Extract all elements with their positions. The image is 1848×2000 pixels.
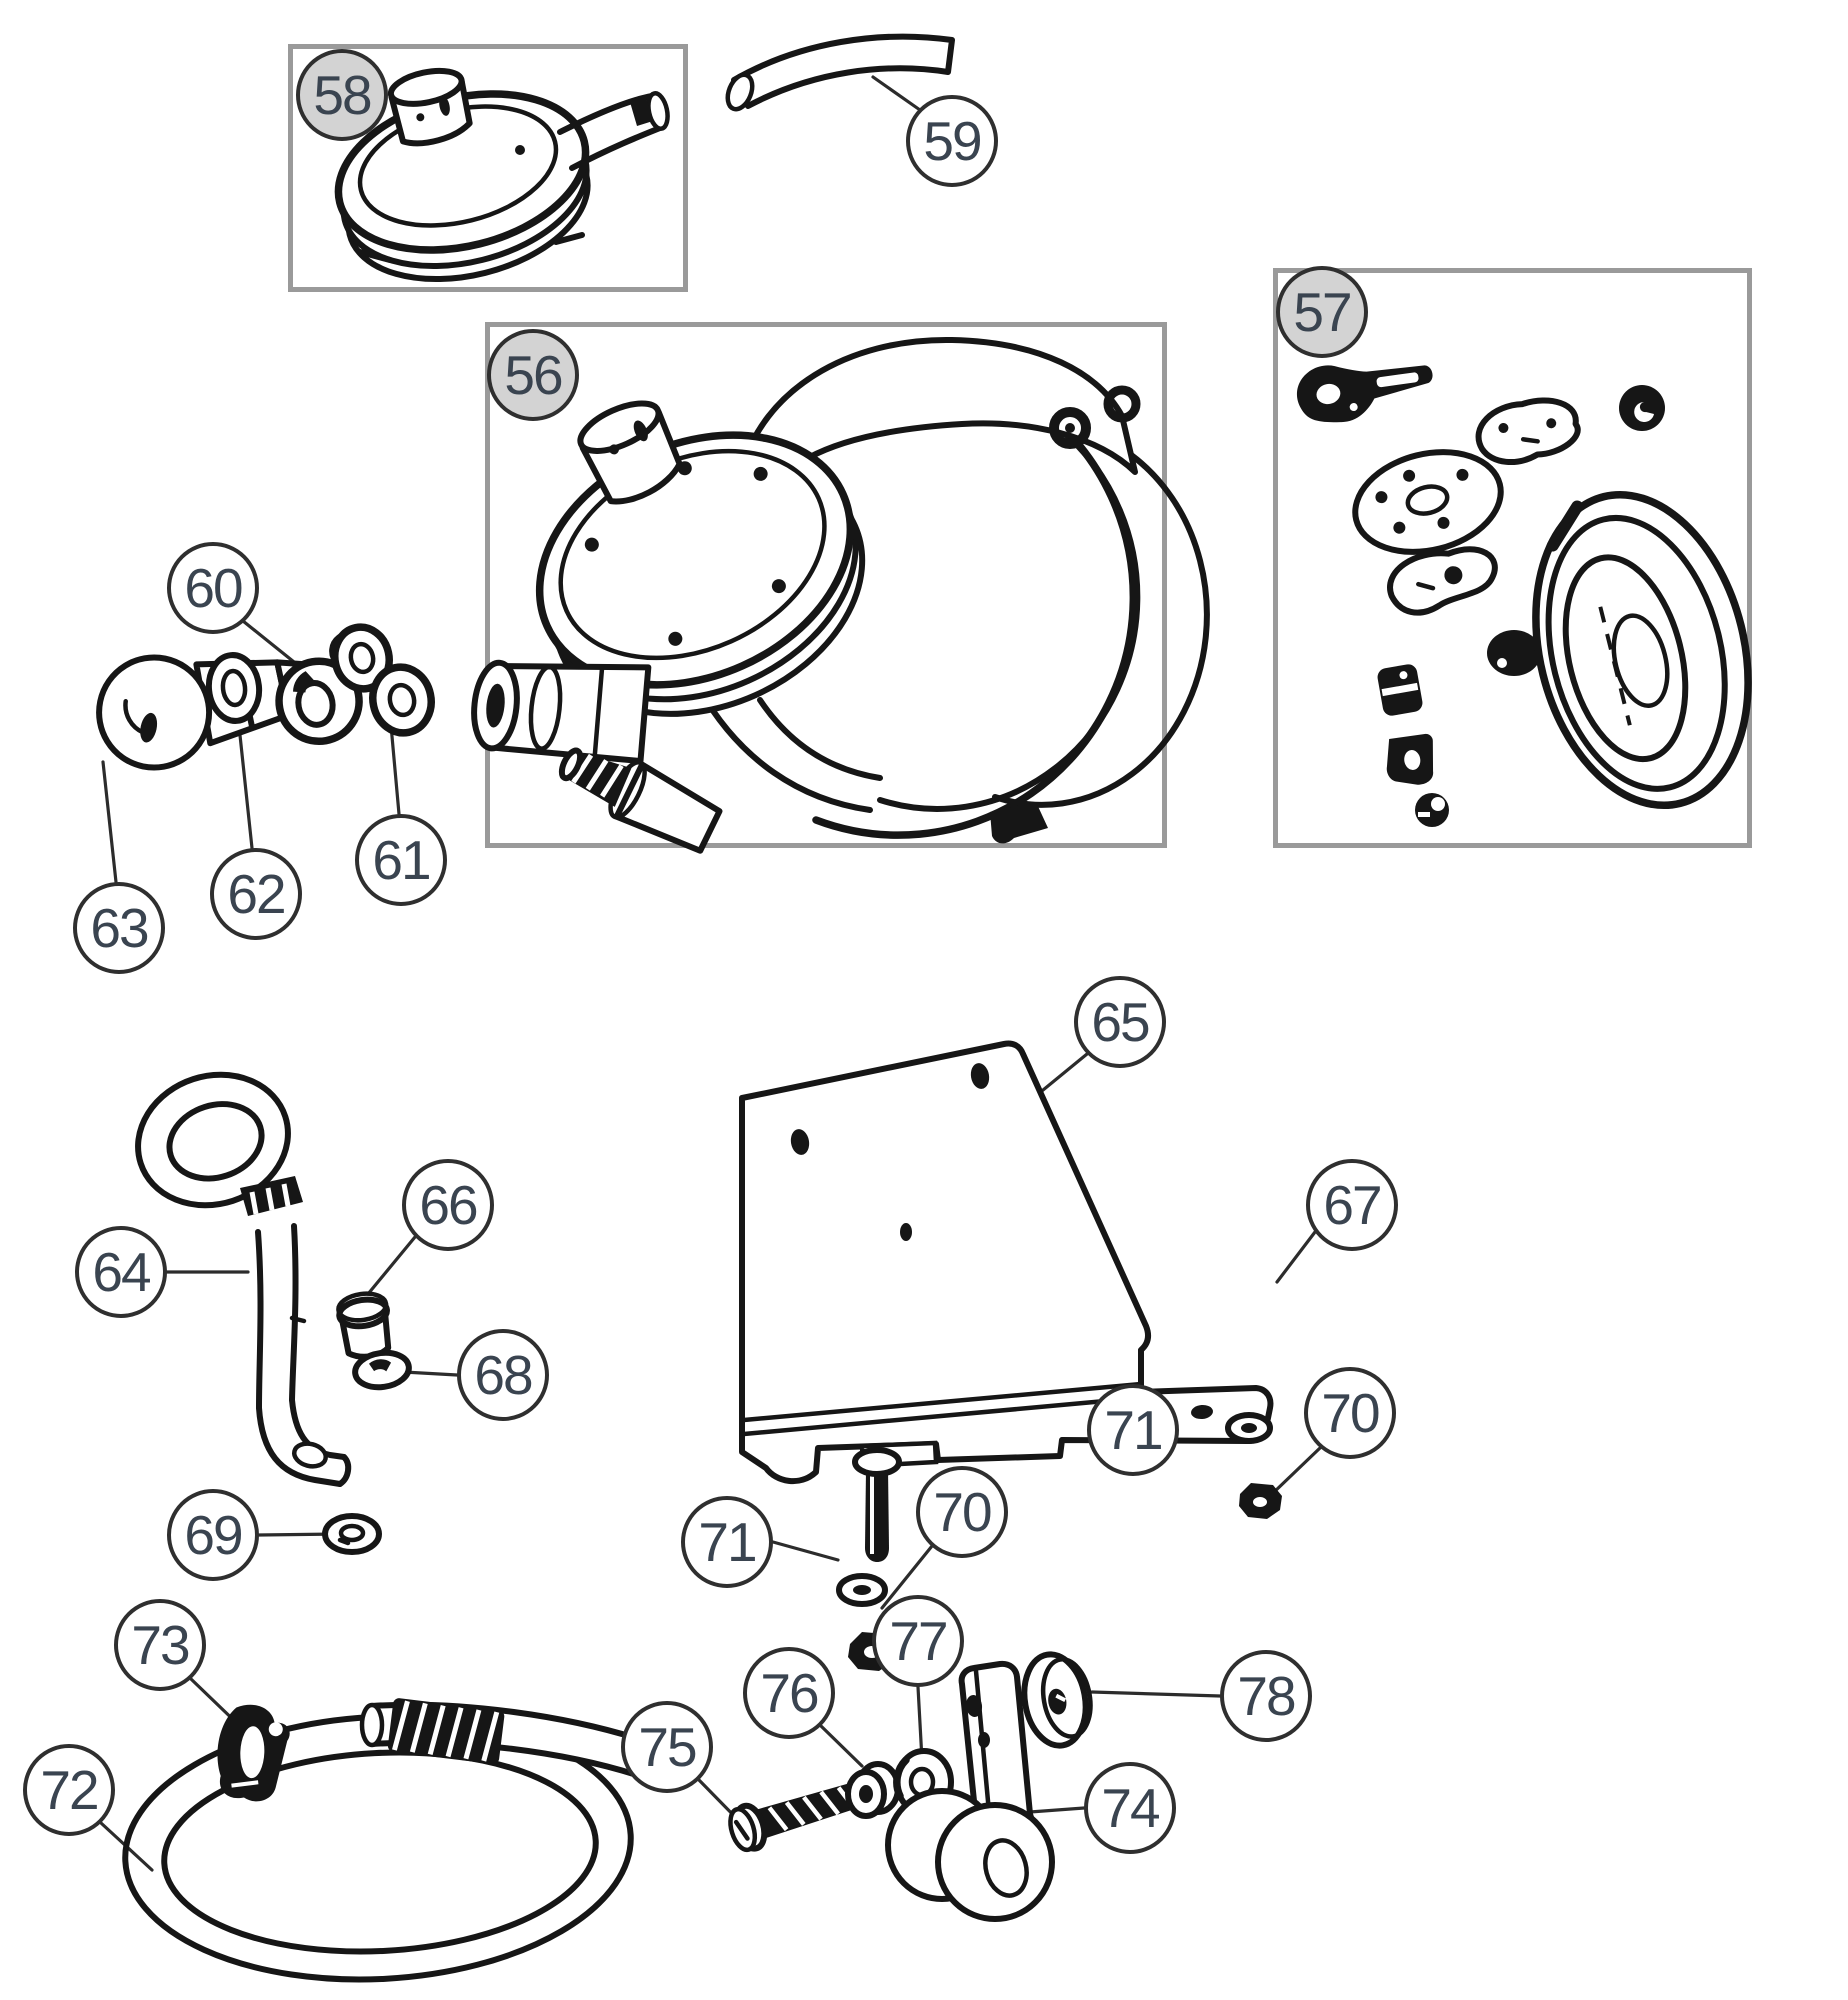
callout-57-label: 57 — [1293, 280, 1352, 343]
part-65-mounting-bracket-icon — [739, 1040, 1274, 1562]
part-68-spring-washer-icon — [352, 1349, 412, 1391]
callout-74-label: 74 — [1101, 1776, 1160, 1839]
callout-68: 68 — [457, 1329, 549, 1421]
callout-60: 60 — [167, 542, 259, 634]
callout-72: 72 — [23, 1744, 115, 1836]
part-73-hose-clip-icon — [217, 1704, 290, 1802]
callout-65-label: 65 — [1091, 990, 1150, 1053]
leader-lines — [99, 75, 1322, 1872]
callout-66-label: 66 — [419, 1173, 478, 1236]
part-78-spacer-icon — [1021, 1651, 1093, 1749]
callout-70-left-label: 70 — [933, 1480, 992, 1543]
callout-71-right: 71 — [1087, 1384, 1179, 1476]
part-71-washer-left-icon — [836, 1573, 888, 1607]
callout-69: 69 — [167, 1489, 259, 1581]
callout-67-label: 67 — [1323, 1173, 1382, 1236]
callout-57: 57 — [1276, 266, 1368, 358]
callout-58-label: 58 — [313, 63, 372, 126]
part-74-priming-lever-icon — [885, 1660, 1055, 1922]
callout-58: 58 — [296, 49, 388, 141]
callout-76-label: 76 — [760, 1661, 819, 1724]
callout-70-right: 70 — [1304, 1367, 1396, 1459]
part-71-washer-right-icon — [1225, 1412, 1273, 1444]
callout-59-label: 59 — [923, 109, 982, 172]
group-box-56 — [485, 322, 1167, 848]
callout-70-right-label: 70 — [1321, 1381, 1380, 1444]
part-69-washer-icon — [322, 1513, 382, 1555]
part-58-pump-upper-body-icon — [334, 67, 670, 283]
callout-64-label: 64 — [92, 1240, 151, 1303]
part-62-washer-icon — [205, 652, 263, 724]
callout-75: 75 — [621, 1701, 713, 1793]
callout-61: 61 — [355, 814, 447, 906]
callout-72-label: 72 — [40, 1758, 99, 1821]
callout-76: 76 — [743, 1647, 835, 1739]
callout-73-label: 73 — [131, 1613, 190, 1676]
callout-67: 67 — [1306, 1159, 1398, 1251]
part-72-sealing-ring-icon — [122, 1698, 651, 1983]
callout-66: 66 — [402, 1159, 494, 1251]
callout-69-label: 69 — [184, 1503, 243, 1566]
callout-63: 63 — [73, 882, 165, 974]
callout-59: 59 — [906, 95, 998, 187]
callout-68-label: 68 — [474, 1343, 533, 1406]
callout-71-left: 71 — [681, 1496, 773, 1588]
part-66-bolt-icon — [336, 1291, 392, 1360]
group-box-57 — [1273, 268, 1752, 848]
part-64-feed-pipe-icon — [135, 1071, 352, 1487]
part-76-nut-icon — [845, 1761, 901, 1819]
callout-60-label: 60 — [184, 556, 243, 619]
callout-64: 64 — [75, 1226, 167, 1318]
callout-77-label: 77 — [889, 1609, 948, 1672]
part-57-repair-kit-icon — [1296, 365, 1752, 827]
part-61-washer-pair-icon — [331, 623, 435, 737]
callout-63-label: 63 — [90, 896, 149, 959]
callout-62: 62 — [210, 848, 302, 940]
callout-73: 73 — [114, 1599, 206, 1691]
callout-75-label: 75 — [638, 1715, 697, 1778]
group-box-58 — [288, 44, 688, 292]
callout-74: 74 — [1084, 1762, 1176, 1854]
callout-71-right-label: 71 — [1104, 1398, 1163, 1461]
callout-77: 77 — [872, 1595, 964, 1687]
callout-62-label: 62 — [227, 862, 286, 925]
callout-78: 78 — [1220, 1650, 1312, 1742]
callout-78-label: 78 — [1237, 1664, 1296, 1727]
callout-61-label: 61 — [372, 828, 431, 891]
callout-56: 56 — [487, 329, 579, 421]
part-56-fuel-pump-icon — [471, 336, 1210, 854]
callout-65: 65 — [1074, 976, 1166, 1068]
part-70-nut-right-icon — [1239, 1483, 1282, 1519]
callout-71-left-label: 71 — [698, 1510, 757, 1573]
part-59-hose-icon — [725, 33, 955, 112]
callout-70-left: 70 — [916, 1466, 1008, 1558]
part-75-bolt-icon — [728, 1781, 870, 1853]
callout-56-label: 56 — [504, 343, 563, 406]
